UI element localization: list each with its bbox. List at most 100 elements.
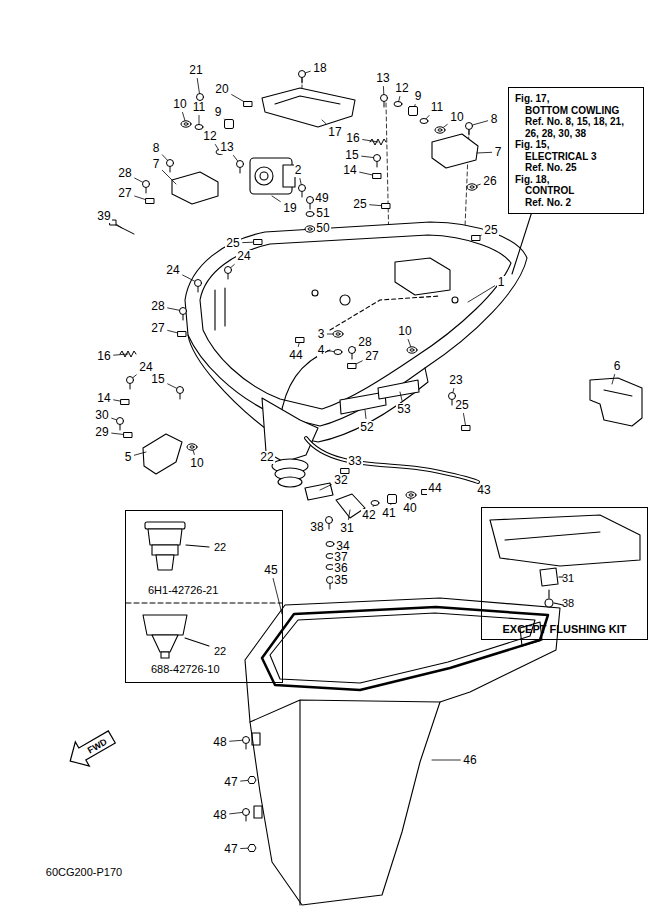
apron: [245, 598, 560, 905]
lower-neck: [278, 477, 302, 487]
small-part: [407, 347, 417, 353]
callout-number: 10: [397, 325, 412, 338]
small-part: [409, 494, 413, 496]
inset-drawing: [548, 590, 549, 598]
apron: [250, 700, 440, 905]
inset-drawing: [186, 545, 209, 547]
callout-number: 14: [96, 392, 111, 405]
callout-number: 46: [462, 754, 477, 767]
small-part: [225, 120, 234, 129]
note-line: Ref. No. 25: [515, 162, 637, 174]
callout-number: 28: [150, 300, 165, 313]
bracket: [432, 134, 478, 168]
callout-number: 53: [396, 403, 411, 416]
callout-number: 13: [375, 72, 390, 85]
callout-number: 47: [223, 776, 238, 789]
small-part: [254, 240, 262, 245]
inset-drawing: [143, 615, 187, 635]
seal: [270, 613, 535, 683]
bracket: [143, 434, 182, 474]
leader-line: [477, 152, 492, 154]
leader-line: [272, 196, 280, 202]
callout-number: 48: [212, 809, 227, 822]
small-part: [382, 204, 390, 209]
small-part: [382, 204, 390, 209]
small-part: [243, 737, 250, 744]
small-part: [296, 338, 304, 343]
small-part: [467, 184, 477, 190]
callout-number: 28: [117, 167, 132, 180]
small-part: [326, 517, 333, 524]
small-part: [348, 364, 356, 369]
small-part: [195, 280, 202, 293]
inset-drawing: [126, 602, 282, 603]
small-part: [348, 364, 356, 369]
small-part: [472, 236, 480, 241]
small-part: [121, 400, 129, 405]
small-part: [406, 492, 416, 498]
small-parts: [110, 71, 480, 852]
small-part: [187, 444, 197, 450]
seal: [262, 607, 548, 690]
small-part: [374, 155, 381, 168]
small-part: [127, 377, 134, 384]
inset-drawing: [161, 652, 169, 658]
small-part: [184, 123, 188, 125]
small-part: [248, 845, 256, 852]
small-part: [420, 119, 428, 124]
small-part: [334, 350, 342, 355]
small-part: [373, 174, 381, 179]
callout-number: 7: [152, 158, 161, 171]
small-part: [307, 197, 314, 204]
callout-number: 24: [165, 264, 180, 277]
small-part: [374, 155, 381, 162]
leader-line: [348, 510, 350, 520]
small-part: [462, 426, 470, 431]
note-line: Fig. 18,: [515, 174, 637, 186]
small-part: [299, 185, 306, 198]
inset-drawing: [126, 515, 640, 658]
bottom-cowling-tray: [185, 222, 527, 442]
callout-number: 47: [223, 843, 238, 856]
small-part: [326, 542, 334, 547]
inset-drawing: [545, 599, 553, 607]
callout-number: 8: [152, 142, 161, 155]
small-part: [409, 107, 418, 116]
small-part: [248, 777, 256, 784]
small-part: [146, 199, 154, 204]
inset-label: 22: [214, 541, 226, 554]
small-part: [237, 161, 244, 168]
small-part: [305, 226, 315, 232]
switch: [260, 172, 268, 180]
small-part: [326, 542, 334, 547]
small-part: [121, 400, 129, 405]
small-part: [381, 95, 388, 108]
small-part: [336, 333, 340, 335]
callout-number: 25: [225, 237, 240, 250]
small-part: [195, 280, 202, 287]
assembly-lines: [302, 78, 303, 88]
callout-number: 19: [282, 202, 297, 215]
small-part: [180, 308, 187, 321]
callout-number: 11: [430, 101, 444, 114]
bracket: [604, 390, 632, 396]
callout-number: 25: [352, 198, 367, 211]
small-part: [180, 308, 187, 315]
callout-number: 22: [259, 451, 274, 464]
inset-box: 226H1-42726-2122688-42726-10: [125, 510, 283, 683]
small-part: [388, 495, 397, 504]
small-part: [299, 185, 306, 192]
callout-number: 42: [361, 509, 376, 522]
small-part: [333, 331, 343, 337]
callout-number: 10: [189, 457, 204, 470]
small-part: [167, 160, 174, 173]
inset-label: 38: [562, 597, 574, 610]
cover-plate: [275, 96, 340, 104]
small-part: [306, 212, 314, 217]
callout-number: 13: [219, 141, 234, 154]
small-part: [435, 127, 445, 133]
callout-number: 15: [150, 373, 165, 386]
small-part: [244, 102, 252, 107]
bracket: [590, 378, 642, 426]
note-line: Fig. 17,: [515, 93, 637, 105]
